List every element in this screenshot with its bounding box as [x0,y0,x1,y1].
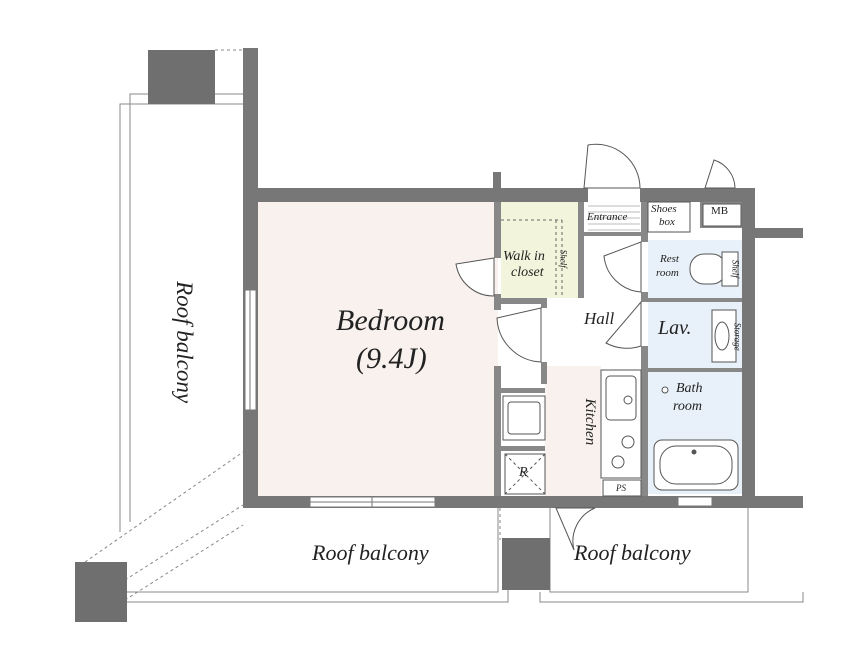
closet-shelf-lines [501,219,563,296]
shoes-box [647,201,691,233]
left-roof-balcony-label: Roof balcony [172,281,198,404]
washing-machine-space [502,395,546,441]
pipe-space-label: PS [616,483,626,493]
pillar-bottom-left [75,562,127,622]
lav-label: Lav. [658,317,692,339]
bottom-roof-balcony-label: Roof balcony [312,540,429,565]
bedroom-window-west [244,289,257,411]
rest-room-label-line1: Rest [660,253,679,265]
bedroom-window-south [309,496,436,508]
rest-room-label-line2: room [656,267,679,279]
shower-head [661,386,669,394]
bedroom-size-label: (9.4J) [356,342,427,375]
kitchen-floor [545,366,601,496]
storage-label: Storage [732,322,743,351]
bedroom-label: Bedroom [336,304,445,337]
hall-label: Hall [584,309,615,328]
entrance-floor-lines [588,205,640,231]
pipe-space [602,479,642,497]
pillar-top-left [148,50,215,104]
bath-room-label-line2: room [673,399,703,414]
meter-box [702,203,742,227]
bath-room-label-line1: Bath [676,381,703,396]
exterior-walls [243,48,803,508]
kitchen-counter [600,369,642,479]
shoes-box-label-line1: Shoes [651,203,677,215]
walk-in-closet-label-line1: Walk in [503,249,545,264]
kitchen-label: Kitchen [582,398,599,446]
walk-in-closet-floor [501,202,578,298]
bath-window-south [677,496,713,507]
refrigerator-space [504,453,546,495]
shoes-box-label-line2: box [659,216,675,228]
entrance-label: Entrance [587,211,628,223]
left-roof-balcony-outline [84,49,248,601]
toilet [689,251,739,287]
closet-shelf-label: Shelf [558,249,569,268]
pillar-bottom-middle [502,538,550,590]
walk-in-closet-label-line2: closet [511,265,544,280]
meter-box-label: MB [711,205,729,217]
doors [455,143,736,551]
rest-room-shelf-label: Shelf [730,259,741,278]
bathtub [653,439,739,491]
washbasin [711,309,737,363]
bedroom-floor [258,202,498,496]
right-roof-balcony-label: Roof balcony [574,540,691,565]
refrigerator-label: R [519,465,528,480]
bottom-roof-balcony-outline [127,508,804,603]
